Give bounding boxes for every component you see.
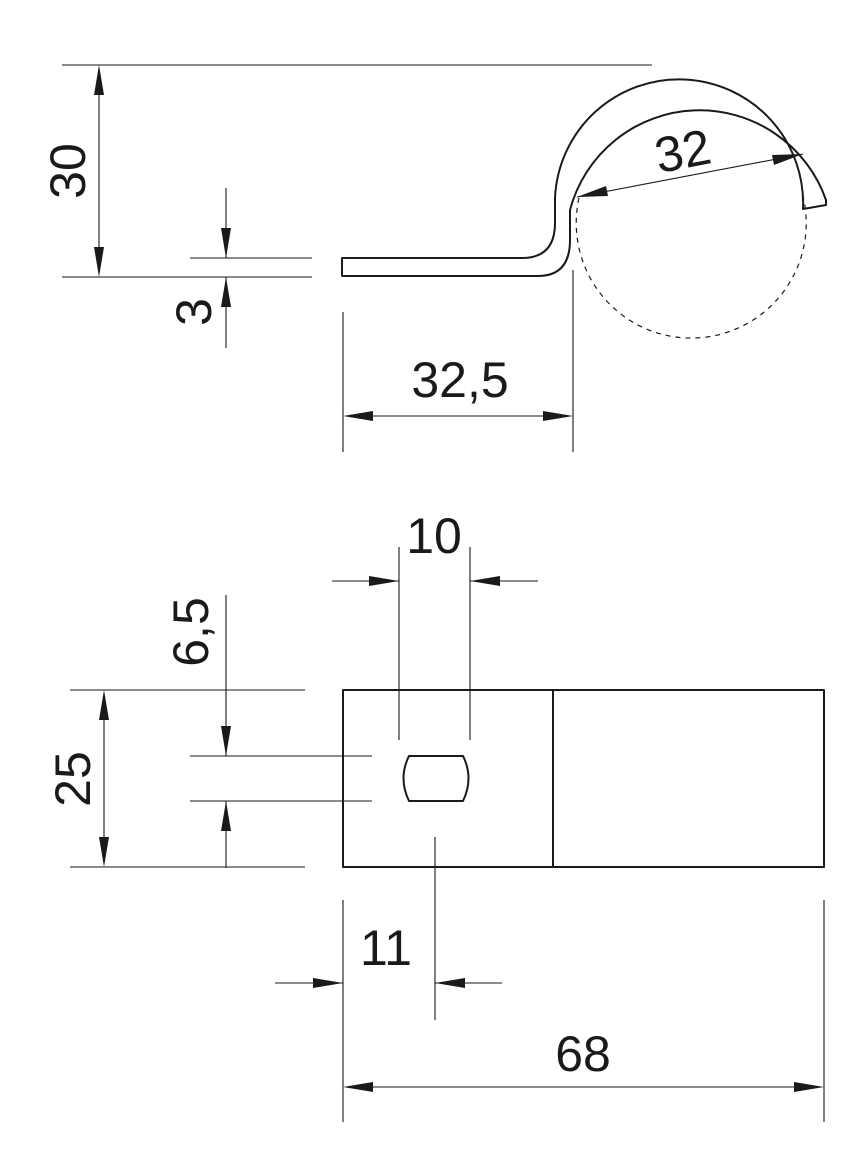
- label-slot-width: 6,5: [163, 597, 219, 667]
- label-width: 25: [45, 751, 101, 807]
- label-slot-length: 10: [406, 508, 462, 564]
- label-diameter: 32: [650, 119, 715, 185]
- dimension-length-68: 68: [343, 900, 825, 1122]
- plate-outline: [342, 689, 825, 868]
- label-length: 68: [555, 1026, 611, 1082]
- label-height: 30: [40, 143, 96, 199]
- dimension-slot-length-10: 10: [332, 508, 538, 740]
- side-view: 30 3 32 32,5: [40, 64, 827, 452]
- label-thickness: 3: [166, 298, 222, 326]
- pipe-outline-dashed: [575, 195, 807, 339]
- label-slot-offset: 11: [360, 920, 412, 976]
- dimension-slot-width-6-5: 6,5: [163, 595, 372, 868]
- dimension-offset-32-5: 32,5: [342, 270, 574, 452]
- label-offset: 32,5: [411, 352, 508, 408]
- dimension-thickness-3: 3: [166, 188, 312, 348]
- clamp-side-profile: [341, 78, 827, 277]
- plan-view: 10 6,5 25 11: [45, 508, 825, 1122]
- dimension-height-30: 30: [40, 64, 652, 278]
- dimension-diameter-32: 32: [576, 119, 804, 198]
- dimension-width-25: 25: [45, 689, 305, 868]
- dimension-slot-offset-11: 11: [275, 837, 502, 1122]
- mounting-slot: [402, 755, 470, 802]
